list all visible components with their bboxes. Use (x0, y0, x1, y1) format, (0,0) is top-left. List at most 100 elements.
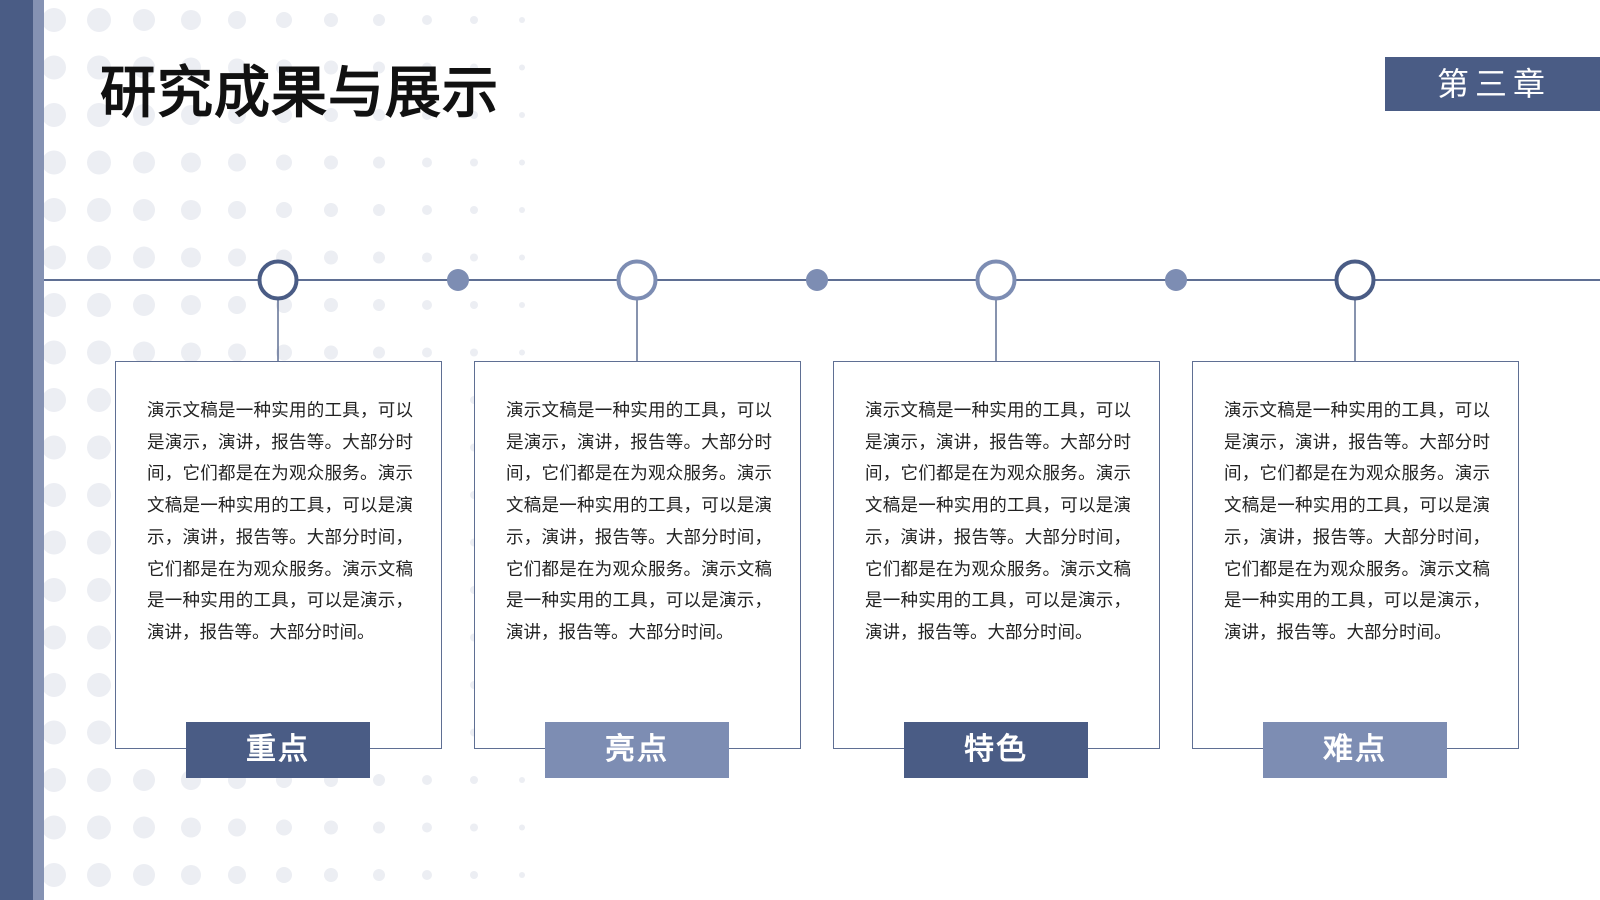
pattern-dot (228, 343, 246, 362)
pattern-dot (181, 105, 201, 125)
pattern-dot (87, 720, 111, 745)
pattern-dot (324, 820, 338, 835)
pattern-dot (44, 150, 66, 175)
chapter-badge: 第三章 (1385, 57, 1600, 111)
pattern-dot (87, 863, 111, 887)
pattern-dot (324, 298, 338, 312)
pattern-dot (276, 154, 292, 171)
card-3-text: 演示文稿是一种实用的工具，可以是演示，演讲，报告等。大部分时间，它们都是在为观众… (865, 401, 1131, 643)
pattern-dot (181, 10, 201, 30)
pattern-dot (44, 768, 66, 792)
pattern-dot (373, 299, 385, 311)
pattern-dot (44, 8, 66, 32)
pattern-dot (470, 301, 478, 309)
card-4-text: 演示文稿是一种实用的工具，可以是演示，演讲，报告等。大部分时间，它们都是在为观众… (1224, 401, 1490, 643)
pattern-dot (324, 203, 338, 217)
pattern-dot (44, 673, 66, 697)
pattern-dot (228, 153, 246, 172)
card-1: 演示文稿是一种实用的工具，可以是演示，演讲，报告等。大部分时间，它们都是在为观众… (115, 361, 442, 749)
card-4-label: 难点 (1263, 722, 1447, 778)
card-1-label: 重点 (186, 722, 370, 778)
pattern-dot (133, 294, 155, 316)
pattern-dot (519, 64, 525, 71)
left-accent-stripe (33, 0, 44, 900)
pattern-dot (470, 823, 478, 832)
timeline-dot-1 (447, 269, 469, 291)
pattern-dot (133, 56, 155, 79)
pattern-dot (422, 822, 432, 833)
pattern-dot (276, 297, 292, 313)
pattern-dot (133, 151, 155, 174)
pattern-dot (44, 198, 66, 222)
pattern-dot (519, 159, 525, 166)
pattern-dot (44, 625, 66, 650)
pattern-dot (324, 250, 338, 265)
pattern-dot (276, 344, 292, 361)
pattern-dot (87, 103, 111, 127)
card-2-text: 演示文稿是一种实用的工具，可以是演示，演讲，报告等。大部分时间，它们都是在为观众… (506, 401, 772, 643)
card-1-text: 演示文稿是一种实用的工具，可以是演示，演讲，报告等。大部分时间，它们都是在为观众… (147, 401, 413, 643)
pattern-dot (44, 720, 66, 745)
pattern-dot (470, 158, 478, 167)
pattern-dot (373, 869, 385, 881)
pattern-dot (324, 108, 338, 122)
pattern-dot (44, 293, 66, 317)
pattern-dot (276, 202, 292, 218)
pattern-dot (87, 150, 111, 175)
pattern-dot (276, 819, 292, 836)
pattern-dot (87, 578, 111, 602)
pattern-dot (519, 349, 525, 356)
pattern-dot (87, 815, 111, 840)
pattern-dot (87, 245, 111, 270)
pattern-dot (228, 248, 246, 267)
pattern-dot (422, 110, 432, 120)
pattern-dot (373, 346, 385, 359)
pattern-dot (181, 57, 201, 78)
pattern-dot (228, 11, 246, 29)
pattern-dot (87, 768, 111, 792)
pattern-dot (519, 112, 525, 118)
pattern-dot (228, 818, 246, 837)
pattern-dot (470, 871, 478, 879)
pattern-dot (87, 198, 111, 222)
pattern-dot (228, 296, 246, 314)
pattern-dot (373, 204, 385, 216)
left-accent-bar (0, 0, 33, 900)
pattern-dot (181, 342, 201, 363)
timeline-node-1 (257, 259, 299, 301)
pattern-dot (324, 345, 338, 360)
pattern-dot (519, 777, 525, 783)
timeline-dot-2 (806, 269, 828, 291)
pattern-dot (276, 107, 292, 123)
pattern-dot (87, 293, 111, 317)
pattern-dot (373, 774, 385, 786)
pattern-dot (422, 775, 432, 785)
pattern-dot (87, 673, 111, 697)
pattern-dot (422, 62, 432, 73)
pattern-dot (87, 55, 111, 80)
pattern-dot (87, 625, 111, 650)
pattern-dot (87, 483, 111, 507)
pattern-dot (181, 200, 201, 220)
pattern-dot (373, 251, 385, 264)
pattern-dot (133, 9, 155, 31)
pattern-dot (373, 821, 385, 834)
pattern-dot (519, 824, 525, 831)
pattern-dot (519, 872, 525, 878)
pattern-dot (228, 58, 246, 77)
pattern-dot (181, 817, 201, 838)
pattern-dot (276, 12, 292, 28)
pattern-dot (276, 59, 292, 76)
pattern-dot (133, 341, 155, 364)
pattern-dot (324, 60, 338, 75)
pattern-dot (422, 15, 432, 25)
pattern-dot (181, 152, 201, 173)
timeline-node-3 (975, 259, 1017, 301)
pattern-dot (373, 156, 385, 169)
card-2: 演示文稿是一种实用的工具，可以是演示，演讲，报告等。大部分时间，它们都是在为观众… (474, 361, 801, 749)
pattern-dot (422, 347, 432, 358)
pattern-dot (181, 295, 201, 315)
pattern-dot (44, 245, 66, 270)
pattern-dot (133, 246, 155, 269)
pattern-dot (133, 199, 155, 221)
